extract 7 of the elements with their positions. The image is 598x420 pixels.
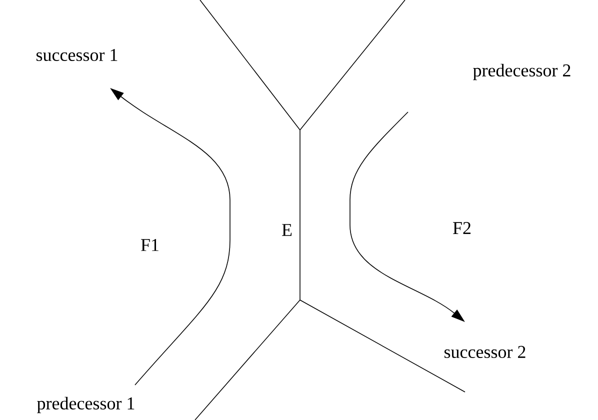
line-caption: E bbox=[282, 224, 292, 236]
line-caption: successor 1 bbox=[36, 48, 118, 62]
face-caption: F1 bbox=[141, 239, 158, 251]
line-caption: predecessor 1 bbox=[37, 396, 134, 414]
line-caption: predecessor 2 bbox=[473, 64, 570, 80]
face-caption: F2 bbox=[453, 222, 471, 234]
line-caption: successor 2 bbox=[444, 346, 526, 358]
